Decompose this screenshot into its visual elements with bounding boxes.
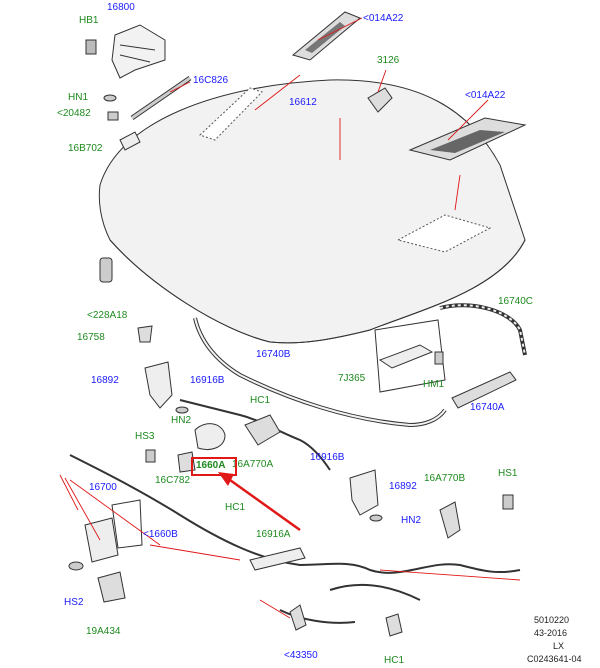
highlight-box-1660a — [191, 457, 237, 476]
hood-vent-right — [408, 117, 527, 161]
label-228a18: <228A18 — [87, 310, 128, 321]
hinge-16800 — [111, 24, 166, 79]
ref-code-4: C0243641-04 — [527, 654, 582, 664]
label-16800: 16800 — [107, 2, 135, 13]
part-3126 — [367, 87, 393, 113]
fastener-hc1-bottom — [385, 613, 403, 637]
label-16c782: 16C782 — [155, 475, 191, 486]
label-hb1: HB1 — [79, 15, 99, 26]
label-16916a: 16916A — [256, 529, 291, 540]
fastener-hs1 — [502, 494, 514, 510]
fastener-hn2-right — [369, 514, 383, 522]
label-16892-right: 16892 — [389, 481, 417, 492]
label-16b702: 16B702 — [68, 143, 103, 154]
label-hc1-top: HC1 — [250, 395, 271, 406]
cable-16916a — [69, 454, 521, 624]
label-1660b: <1660B — [143, 529, 178, 540]
seal-16740c — [439, 303, 527, 356]
label-43350: <43350 — [284, 650, 318, 661]
seal-16740b — [193, 317, 447, 428]
bump-stop-228a18 — [99, 257, 113, 283]
label-hs1: HS1 — [498, 468, 518, 479]
label-1660a: 1660A — [196, 460, 226, 471]
bolt-hb1 — [85, 39, 97, 55]
label-014a22-right: <014A22 — [465, 90, 506, 101]
label-hn2-right: HN2 — [401, 515, 422, 526]
part-16c782 — [177, 451, 196, 473]
part-43350 — [289, 604, 307, 631]
release-handle-16700 — [84, 499, 143, 563]
label-16700: 16700 — [89, 482, 117, 493]
fastener-20482 — [107, 111, 119, 121]
hood-pad-left — [199, 87, 263, 141]
label-16916b-right: 16916B — [310, 452, 345, 463]
bracket-16b702 — [119, 131, 141, 151]
gas-strut-16c826 — [130, 75, 192, 121]
bracket-16892-right — [349, 469, 379, 516]
ref-code-3: LX — [553, 641, 565, 651]
fastener-hm1 — [434, 351, 444, 365]
label-16740a: 16740A — [470, 402, 505, 413]
clip-16758 — [137, 325, 153, 343]
label-hc1-bottom: HC1 — [384, 655, 405, 666]
leader-lines — [59, 17, 521, 619]
latch-16a770b — [439, 501, 461, 539]
part-7j365 — [374, 319, 446, 393]
label-16892-left: 16892 — [91, 375, 119, 386]
latch-16a770a — [244, 414, 281, 446]
label-3126: 3126 — [377, 55, 400, 66]
label-16740c: 16740C — [498, 296, 534, 307]
label-014a22-top: <014A22 — [363, 13, 404, 24]
fastener-hn2-left — [175, 406, 189, 414]
label-16a770a: 16A770A — [232, 459, 274, 470]
seal-16740a — [451, 371, 517, 409]
label-16916b-top: 16916B — [190, 375, 225, 386]
label-16758: 16758 — [77, 332, 105, 343]
label-hs2: HS2 — [64, 597, 84, 608]
label-hc1-mid: HC1 — [225, 502, 246, 513]
label-16740b: 16740B — [256, 349, 291, 360]
label-hs3: HS3 — [135, 431, 155, 442]
part-19a434 — [97, 571, 126, 603]
label-hn1: HN1 — [68, 92, 89, 103]
fastener-hs2 — [68, 561, 84, 571]
ref-code-2: 43-2016 — [534, 628, 568, 638]
label-hn2-left: HN2 — [171, 415, 192, 426]
label-16c826: 16C826 — [193, 75, 229, 86]
label-19a434: 19A434 — [86, 626, 121, 637]
fastener-hn1 — [103, 94, 117, 102]
bracket-16892-left — [144, 361, 173, 409]
label-hm1: HM1 — [423, 379, 445, 390]
hood-panel — [98, 79, 526, 344]
label-20482: <20482 — [57, 108, 91, 119]
hood-pad-right — [396, 214, 492, 253]
label-16612: 16612 — [289, 97, 317, 108]
highlight-arrow — [218, 472, 301, 532]
label-16a770b: 16A770B — [424, 473, 466, 484]
handle-1660a — [194, 423, 226, 450]
fastener-hs3 — [145, 449, 156, 463]
ref-code-1: 5010220 — [534, 615, 570, 625]
label-7j365: 7J365 — [338, 373, 366, 384]
